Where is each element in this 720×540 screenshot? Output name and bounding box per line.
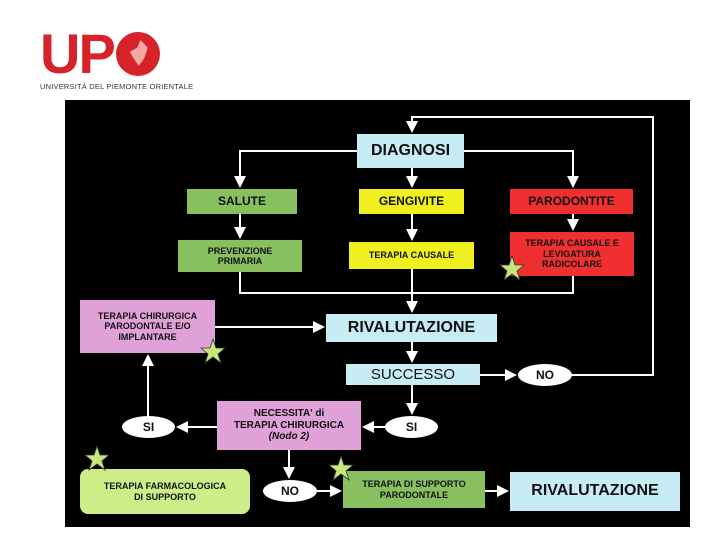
node-prevenzione-primaria: PREVENZIONE PRIMARIA: [178, 240, 302, 272]
logo-subtitle: UNIVERSITÀ DEL PIEMONTE ORIENTALE: [40, 82, 194, 91]
node-terapia-farmacologica: TERAPIA FARMACOLOGICA DI SUPPORTO: [80, 469, 250, 514]
arrow-diagnosi-parodontite: [464, 150, 579, 188]
logo-letters: UP: [40, 26, 193, 82]
star-icon: [84, 445, 110, 471]
arrow-diagnosi-salute: [234, 150, 357, 188]
node-necessita-chirurgica: NECESSITA' di TERAPIA CHIRURGICA (Nodo 2…: [217, 401, 361, 450]
necessita-line3: (Nodo 2): [268, 431, 310, 443]
node-terapia-causale: TERAPIA CAUSALE: [349, 242, 474, 269]
node-terapia-supporto: TERAPIA DI SUPPORTO PARODONTALE: [343, 471, 485, 508]
node-parodontite: PARODONTITE: [510, 189, 633, 214]
upo-logo: UP UNIVERSITÀ DEL PIEMONTE ORIENTALE: [40, 26, 194, 92]
node-successo: SUCCESSO: [346, 364, 480, 385]
necessita-line1: NECESSITA' di: [253, 408, 325, 420]
node-rivalutazione: RIVALUTAZIONE: [326, 314, 497, 342]
star-icon: [328, 455, 354, 481]
node-diagnosi: DIAGNOSI: [357, 134, 464, 168]
node-rivalutazione-finale: RIVALUTAZIONE: [510, 472, 680, 511]
node-terapia-chirurgica: TERAPIA CHIRURGICA PARODONTALE E/O IMPLA…: [80, 300, 215, 353]
star-icon: [499, 255, 525, 281]
node-no-successo: NO: [518, 364, 572, 386]
node-no-chirurgica: NO: [263, 480, 317, 502]
star-icon: [200, 338, 226, 364]
node-salute: SALUTE: [187, 189, 297, 214]
logo-o-icon: [115, 32, 160, 76]
loop-no-diagnosi: [406, 116, 654, 376]
node-gengivite: GENGIVITE: [359, 189, 464, 214]
node-si-chirurgica: SI: [122, 416, 175, 438]
node-terapia-causale-levigatura: TERAPIA CAUSALE E LEVIGATURA RADICOLARE: [510, 232, 634, 276]
node-si-successo: SI: [385, 416, 438, 438]
line-merge: [239, 272, 574, 294]
necessita-line2: TERAPIA CHIRURGICA: [233, 419, 345, 431]
